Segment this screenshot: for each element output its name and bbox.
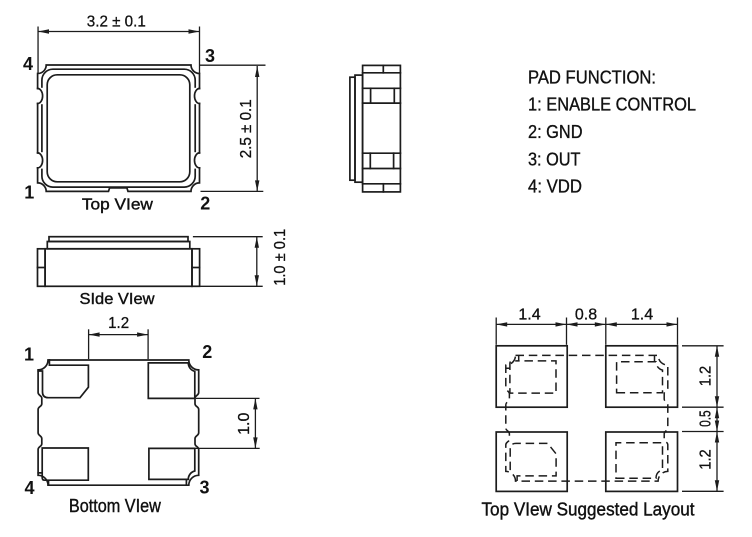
svg-text:Bottom VIew: Bottom VIew <box>69 496 162 516</box>
svg-text:0.8: 0.8 <box>575 307 597 324</box>
svg-text:1.2: 1.2 <box>698 449 715 470</box>
svg-text:3.2 ± 0.1: 3.2 ± 0.1 <box>87 14 146 31</box>
svg-text:1.4: 1.4 <box>518 307 540 324</box>
svg-text:1: 1 <box>24 344 34 364</box>
svg-text:1: ENABLE CONTROL: 1: ENABLE CONTROL <box>528 94 696 115</box>
svg-text:1: 1 <box>24 182 34 202</box>
svg-text:1.0: 1.0 <box>236 412 253 434</box>
svg-text:3: OUT: 3: OUT <box>528 148 581 169</box>
svg-text:PAD FUNCTION:: PAD FUNCTION: <box>528 66 656 87</box>
svg-text:1.0 ± 0.1: 1.0 ± 0.1 <box>272 229 289 286</box>
svg-text:0.5: 0.5 <box>698 410 715 427</box>
svg-text:1.2: 1.2 <box>698 366 715 387</box>
svg-text:4: 4 <box>23 54 33 74</box>
svg-text:2: 2 <box>200 194 210 214</box>
svg-text:4: 4 <box>24 478 34 498</box>
svg-text:2: GND: 2: GND <box>528 121 583 142</box>
svg-text:SIde VIew: SIde VIew <box>80 291 155 308</box>
svg-text:4: VDD: 4: VDD <box>528 175 582 196</box>
svg-text:3: 3 <box>199 478 209 498</box>
svg-text:Top VIew: Top VIew <box>82 196 153 213</box>
svg-text:3: 3 <box>205 46 215 66</box>
svg-text:2.5 ± 0.1: 2.5 ± 0.1 <box>238 99 255 158</box>
svg-text:1.4: 1.4 <box>631 307 653 324</box>
svg-text:Top VIew Suggested Layout: Top VIew Suggested Layout <box>482 500 695 520</box>
svg-text:1.2: 1.2 <box>108 315 129 332</box>
svg-text:2: 2 <box>202 342 212 362</box>
